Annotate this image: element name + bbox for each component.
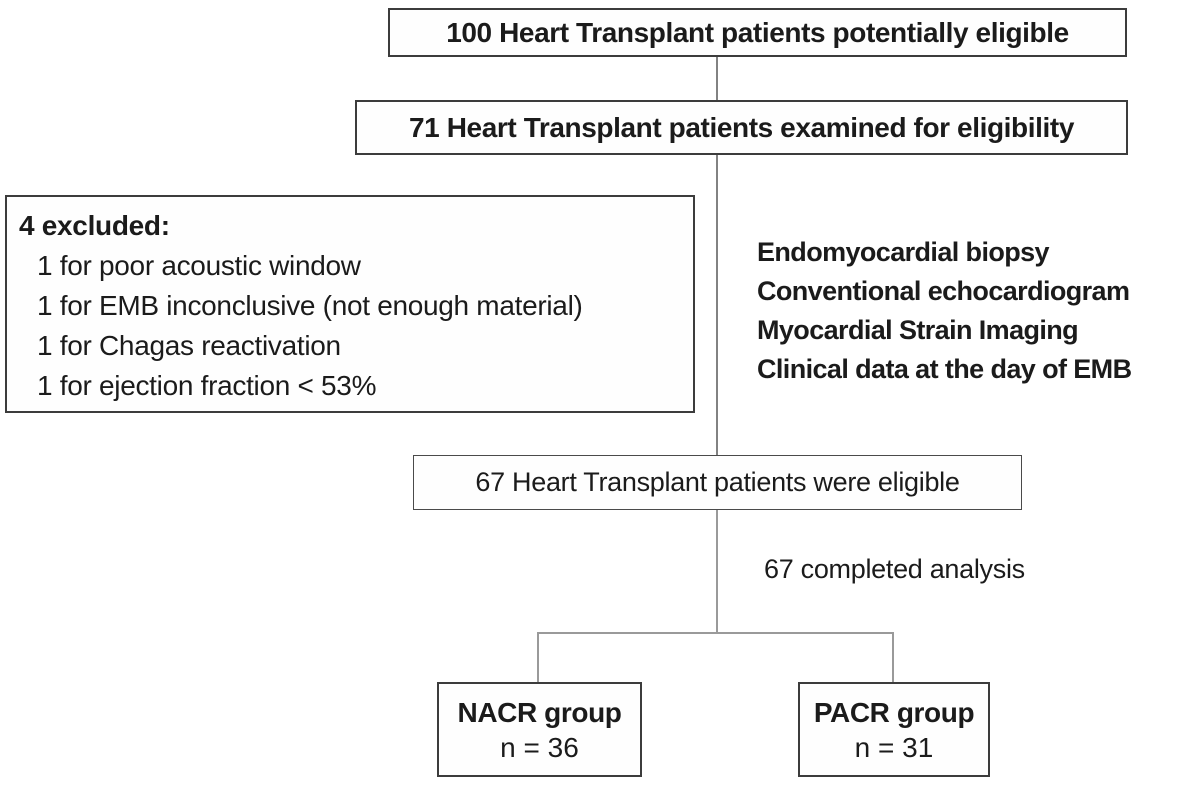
connector-mid-vertical	[716, 155, 718, 455]
branch-horizontal-line	[537, 632, 894, 634]
examined-for-eligibility-label: 71 Heart Transplant patients examined fo…	[409, 111, 1074, 143]
connector-lower-vertical	[716, 510, 718, 633]
connector-top-vertical	[716, 57, 718, 100]
potentially-eligible-box: 100 Heart Transplant patients potentiall…	[388, 8, 1127, 57]
potentially-eligible-label: 100 Heart Transplant patients potentiall…	[446, 16, 1069, 48]
branch-left-drop-line	[537, 632, 539, 682]
pacr-group-count: n = 31	[854, 731, 934, 763]
procedures-list: Endomyocardial biopsy Conventional echoc…	[757, 233, 1132, 389]
pacr-group-title: PACR group	[813, 696, 975, 728]
procedure-line: Myocardial Strain Imaging	[757, 315, 1079, 345]
examined-for-eligibility-box: 71 Heart Transplant patients examined fo…	[355, 100, 1128, 155]
pacr-group-box: PACR group n = 31	[798, 682, 990, 777]
excluded-item: 1 for EMB inconclusive (not enough mater…	[37, 290, 583, 321]
excluded-item: 1 for poor acoustic window	[37, 250, 361, 281]
procedure-line: Endomyocardial biopsy	[757, 237, 1050, 267]
nacr-group-title: NACR group	[457, 696, 622, 728]
completed-analysis-note: 67 completed analysis	[764, 554, 1025, 584]
excluded-title: 4 excluded:	[19, 210, 170, 241]
excluded-item: 1 for Chagas reactivation	[37, 330, 341, 361]
nacr-group-count: n = 36	[500, 731, 579, 763]
eligible-box: 67 Heart Transplant patients were eligib…	[413, 455, 1022, 510]
branch-right-drop-line	[892, 632, 894, 682]
eligible-label: 67 Heart Transplant patients were eligib…	[475, 467, 960, 497]
excluded-box: 4 excluded: 1 for poor acoustic window 1…	[5, 195, 695, 413]
excluded-item: 1 for ejection fraction < 53%	[37, 370, 377, 401]
procedure-line: Clinical data at the day of EMB	[757, 354, 1132, 384]
nacr-group-box: NACR group n = 36	[437, 682, 642, 777]
procedure-line: Conventional echocardiogram	[757, 276, 1130, 306]
